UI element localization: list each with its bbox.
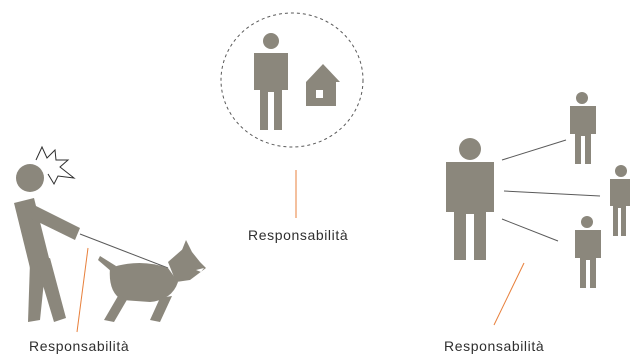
- arrow-right: [493, 262, 525, 326]
- alert-burst-icon: [35, 145, 76, 186]
- leash-line: [79, 233, 169, 269]
- house-icon: [306, 64, 340, 106]
- arrow-left: [76, 247, 89, 333]
- label-center: Responsabilità: [248, 227, 349, 243]
- person-pulling-dog-icon: [14, 164, 80, 322]
- label-left: Responsabilità: [29, 338, 130, 354]
- person-icon: [254, 33, 288, 130]
- people-network-icon: [446, 92, 630, 288]
- angry-dog-icon: [98, 240, 206, 322]
- dashed-circle: [220, 12, 364, 148]
- dog-teeth-icon: [196, 268, 204, 272]
- label-right: Responsabilità: [444, 338, 545, 354]
- house-door-icon: [316, 90, 323, 98]
